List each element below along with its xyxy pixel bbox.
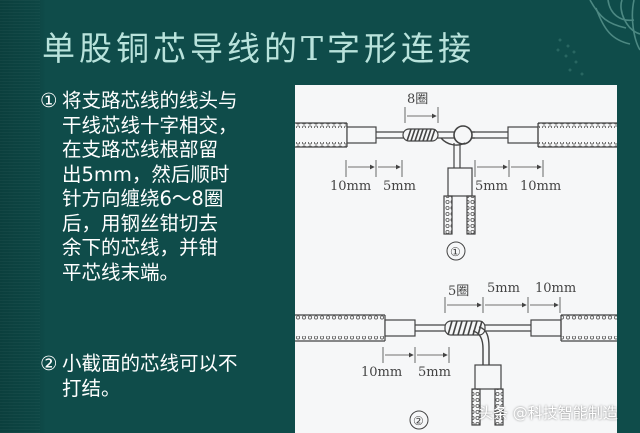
dim-5mm-top: 5mm: [487, 281, 520, 296]
step-1-line: 平芯线末端。: [62, 260, 180, 284]
step-1-line: 在支路芯线根部留: [62, 138, 219, 161]
figure-1-labels: 8圈 10mm 5mm 5mm 10mm ①: [330, 92, 561, 259]
left-texture-band: [0, 0, 40, 433]
watermark: 头条 @科技智能制造: [478, 404, 618, 422]
step-1-line: 后，用钢丝钳切去: [62, 211, 219, 235]
dim-5mm-left: 5mm: [418, 365, 451, 380]
dim-10mm-right: 10mm: [520, 179, 561, 194]
turns-label-5: 5圈: [448, 284, 469, 299]
step-1-line: 干线芯线十字相交，: [62, 113, 238, 137]
figure-2: [295, 297, 617, 430]
slide-title: 单股铜芯导线的T字形连接: [42, 29, 476, 68]
step-1-line: 余下的芯线，并钳: [62, 236, 219, 259]
dim-10mm-top: 10mm: [535, 281, 576, 296]
dim-10mm-left: 10mm: [361, 365, 402, 380]
step-1-line: 针方向缠绕6～8圈: [62, 187, 224, 210]
step-2-number: ②: [40, 352, 58, 375]
step-1-line: 出5mm，然后顺时: [62, 162, 230, 186]
figure-2-labels: 5圈 5mm 10mm 10mm 5mm ②: [361, 281, 576, 428]
figure-1-label: ①: [450, 245, 461, 259]
dim-5mm-right: 5mm: [475, 179, 508, 194]
figure-1: [295, 107, 617, 261]
figure-2-label: ②: [413, 414, 424, 428]
diagram-panel: 8圈 10mm 5mm 5mm 10mm ①: [295, 85, 617, 433]
step-2-line: 小截面的芯线可以不: [62, 352, 238, 375]
step-1-line: 将支路芯线的线头与: [62, 89, 238, 112]
decorative-plant-icon: [556, 0, 640, 76]
dim-10mm-left: 10mm: [330, 179, 371, 194]
t-joint-diagram: 8圈 10mm 5mm 5mm 10mm ①: [295, 92, 617, 430]
step-2-line: 打结。: [62, 376, 121, 400]
dim-5mm-left: 5mm: [383, 179, 416, 194]
step-1-number: ①: [40, 89, 58, 112]
turns-label-8: 8圈: [407, 92, 428, 107]
